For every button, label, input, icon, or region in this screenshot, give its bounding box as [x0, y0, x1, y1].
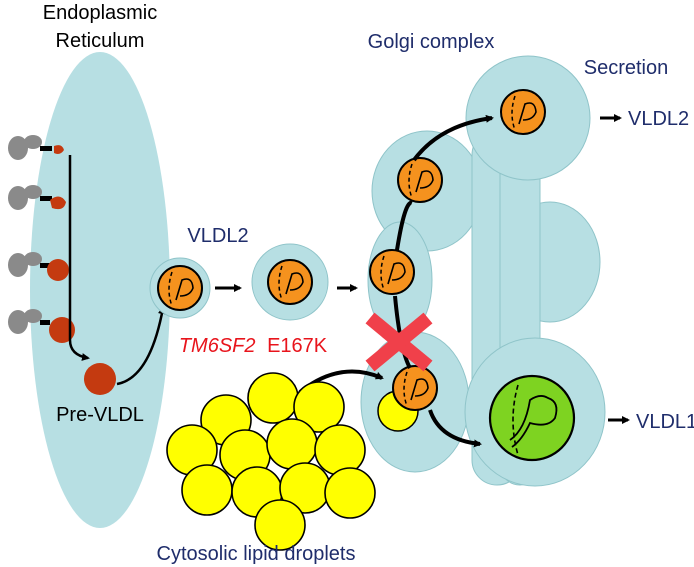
vldl2-particle-secreted	[500, 89, 546, 135]
vldl2-transport-vesicle	[251, 243, 329, 321]
pre-vldl-to-vldl2-arrow	[116, 306, 166, 386]
ribosome-icon	[8, 252, 69, 281]
lipid-droplet	[181, 464, 233, 516]
endoplasmic-reticulum	[30, 52, 170, 528]
vldl2-particle-golgi-upper	[397, 157, 443, 203]
vldl1-output-label: VLDL1	[636, 411, 694, 433]
vldl1-particle	[488, 374, 576, 462]
lipid-droplet	[314, 424, 366, 476]
pre-vldl-particle	[84, 363, 116, 395]
lipid-droplet-cluster	[166, 372, 376, 551]
lipid-droplet	[247, 372, 299, 424]
secretion-label: Secretion	[584, 57, 669, 79]
ribosome-icon	[8, 135, 64, 160]
golgi-label: Golgi complex	[368, 31, 495, 53]
ribosome-group	[8, 135, 75, 343]
mutation-label: TM6SF2 E167K	[179, 335, 328, 357]
lipid-droplet	[266, 418, 318, 470]
lipid-droplet	[254, 499, 306, 551]
gene-name: TM6SF2	[179, 335, 256, 357]
vldl2-label-er: VLDL2	[187, 225, 248, 247]
lipid-droplets-label: Cytosolic lipid droplets	[157, 543, 356, 565]
golgi-to-vldl1-arrow	[428, 409, 482, 448]
vldl2-output-label: VLDL2	[628, 108, 689, 130]
ribosome-icon	[8, 185, 66, 210]
er-label-line2: Reticulum	[56, 30, 145, 52]
pre-vldl-label: Pre-VLDL	[56, 404, 144, 426]
x-block-icon	[365, 312, 433, 372]
er-transfer-arrow	[68, 155, 90, 361]
vldl2-er-vesicle	[149, 257, 211, 319]
mutation-code: E167K	[267, 335, 328, 357]
golgi-forward-arrow	[395, 118, 492, 251]
er-label-line1: Endoplasmic	[43, 2, 158, 24]
ribosome-icon	[8, 309, 75, 343]
vldl2-particle-golgi-middle	[369, 249, 415, 295]
lipid-droplet	[293, 381, 345, 433]
lipid-droplet	[324, 467, 376, 519]
lipidation-site-golgi	[377, 365, 438, 432]
